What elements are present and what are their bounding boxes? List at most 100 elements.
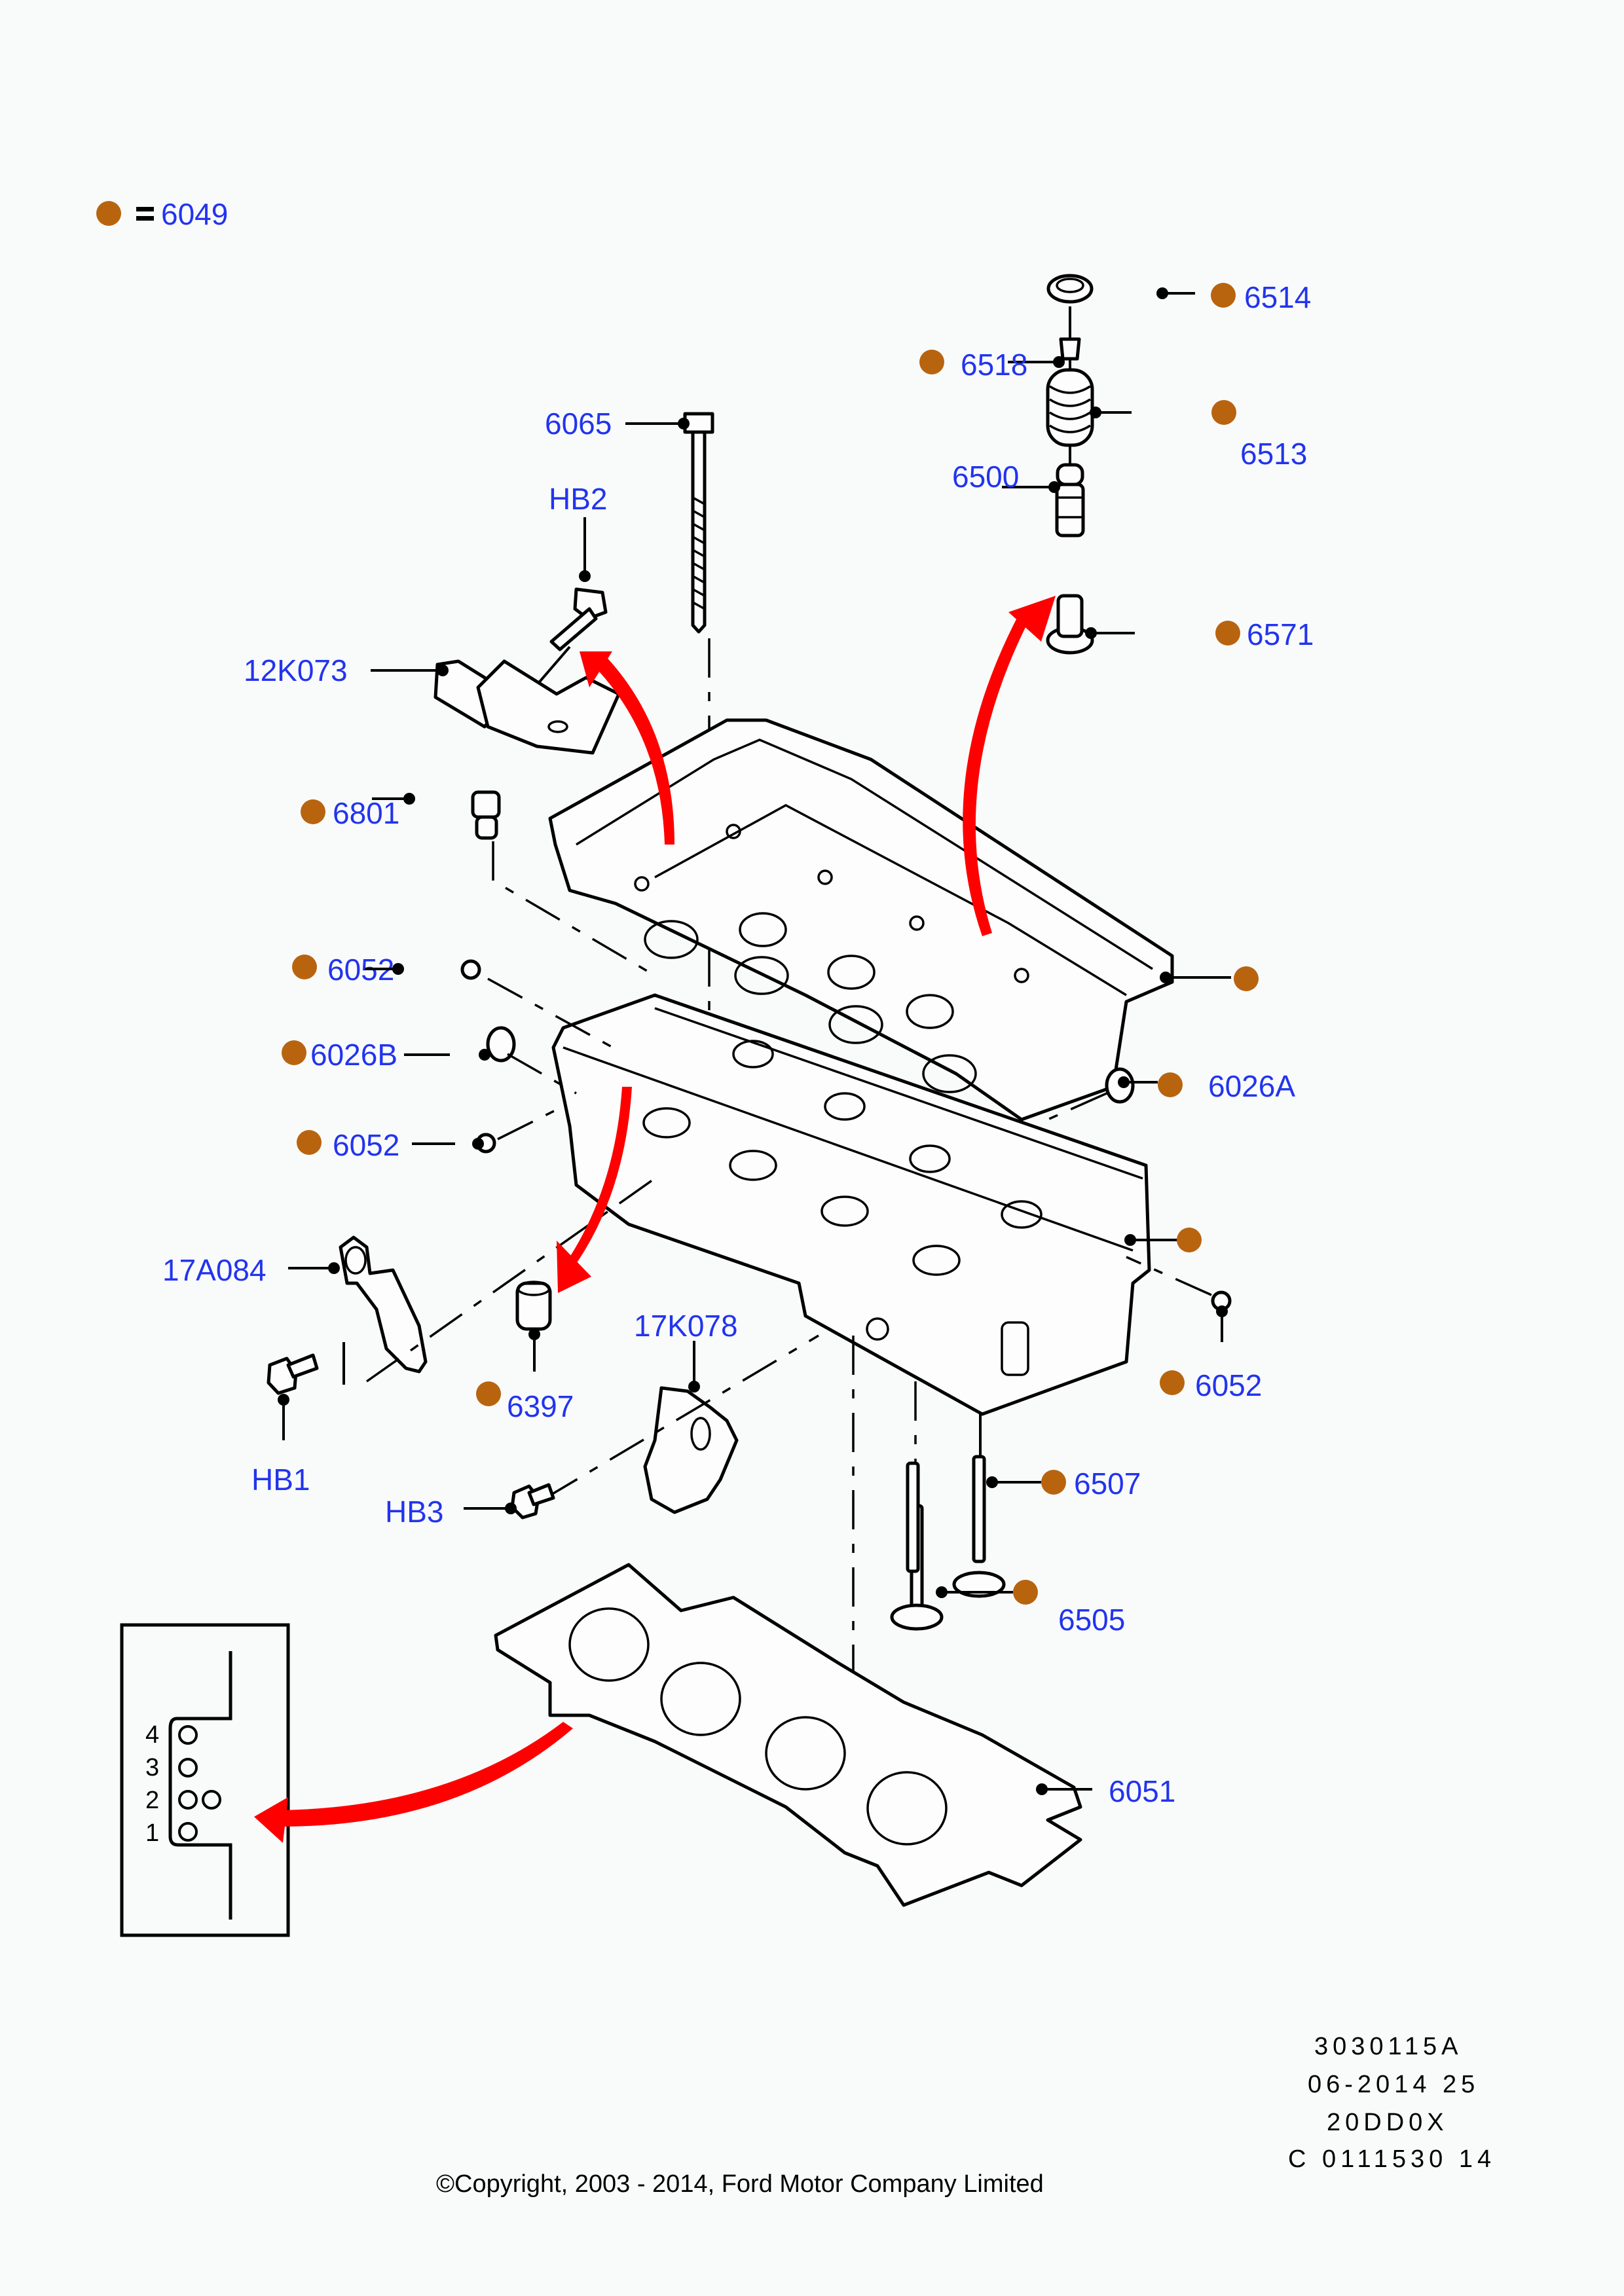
label-HB1: HB1 — [251, 1463, 310, 1497]
hb1-bolt[interactable] — [267, 1353, 319, 1395]
callout-6571[interactable]: 6571 — [1085, 617, 1314, 651]
label-17A084: 17A084 — [162, 1253, 267, 1287]
marker-dot — [1160, 1370, 1185, 1395]
cylinder-head-bolt[interactable] — [683, 412, 714, 634]
timing-chain-tensioner-bracket[interactable] — [643, 1386, 739, 1514]
cylinder-head-gasket[interactable] — [494, 1563, 1082, 1907]
marker-dot — [1013, 1580, 1038, 1605]
plug-leader — [492, 841, 655, 977]
callout-6065[interactable]: 6065 — [545, 407, 690, 441]
callout-6397[interactable]: 6397 — [476, 1328, 574, 1423]
drawing-metadata: 3030115A 06-2014 25 20DD0X C 0111530 14 — [1288, 2033, 1496, 2173]
label-6571: 6571 — [1247, 617, 1314, 651]
callout-6052-lower[interactable]: 6052 — [297, 1128, 484, 1162]
callout-6500[interactable]: 6500 — [952, 460, 1060, 494]
lifting-eye[interactable] — [339, 1235, 428, 1374]
arrow-to-valve-train — [963, 615, 1028, 936]
marker-dot — [476, 1381, 501, 1406]
inset-hole-4 — [178, 1725, 198, 1745]
gasket-thickness-inset: 4 3 2 1 — [120, 1623, 290, 1937]
callout-6505[interactable]: 6505 — [936, 1580, 1125, 1637]
label-6518: 6518 — [961, 348, 1027, 382]
label-17K078: 17K078 — [634, 1309, 738, 1343]
marker-dot — [1158, 1072, 1183, 1097]
inset-hole-3 — [178, 1758, 198, 1777]
label-6052-front: 6052 — [1195, 1368, 1262, 1402]
valve-collet[interactable] — [1059, 337, 1081, 361]
revision-date: 06-2014 25 — [1308, 2071, 1479, 2098]
callout-6518[interactable]: 6518 — [919, 348, 1065, 382]
callout-6514[interactable]: 6514 — [1156, 280, 1311, 314]
label-HB3: HB3 — [385, 1495, 443, 1529]
label-6513: 6513 — [1240, 437, 1307, 471]
marker-dot — [282, 1040, 306, 1065]
label-6026A: 6026A — [1208, 1069, 1295, 1103]
label-6052-lower: 6052 — [333, 1128, 399, 1162]
inset-mark-4: 4 — [145, 1721, 159, 1749]
inset-mark-1: 1 — [145, 1819, 159, 1847]
callout-17A084[interactable]: 17A084 — [162, 1253, 340, 1287]
valve-spring[interactable] — [1046, 368, 1094, 447]
marker-dot — [1177, 1228, 1202, 1252]
legend: 6049 — [96, 197, 228, 231]
callout-6026A[interactable]: 6026A — [1118, 1069, 1295, 1103]
marker-dot — [919, 350, 944, 374]
label-6397: 6397 — [507, 1389, 574, 1423]
catalogue-ref: C 0111530 14 — [1288, 2145, 1496, 2173]
marker-dot — [301, 799, 325, 824]
copyright-notice: ©Copyright, 2003 - 2014, Ford Motor Comp… — [436, 2170, 1044, 2198]
marker-dot — [1211, 283, 1236, 308]
callout-6026B[interactable]: 6026B — [282, 1038, 490, 1072]
legend-equals-bottom — [136, 216, 154, 221]
arrow-to-sensor — [589, 651, 674, 845]
label-6026B: 6026B — [310, 1038, 397, 1072]
callout-block-marker[interactable] — [1124, 1228, 1202, 1252]
cylinder-head-upper-carrier[interactable] — [548, 718, 1174, 1121]
label-6065: 6065 — [545, 407, 612, 441]
callout-17K078[interactable]: 17K078 — [634, 1309, 738, 1393]
oil-control-plug[interactable] — [471, 790, 501, 840]
label-6514: 6514 — [1244, 280, 1311, 314]
callout-12K073[interactable]: 12K073 — [244, 653, 449, 687]
legend-equals-top — [136, 207, 154, 211]
callout-6052-front[interactable]: 6052 — [1160, 1305, 1262, 1402]
callout-6052-upper[interactable]: 6052 — [292, 953, 404, 987]
core-plug-rear[interactable] — [486, 1026, 516, 1063]
camshaft-position-sensor[interactable] — [434, 659, 621, 755]
callout-6513[interactable]: 6513 — [1090, 400, 1307, 471]
callout-6051[interactable]: 6051 — [1036, 1774, 1175, 1808]
label-6500: 6500 — [952, 460, 1019, 494]
callout-6507[interactable]: 6507 — [986, 1467, 1141, 1501]
callout-6801[interactable]: 6801 — [301, 793, 415, 830]
inset-hole-2b — [202, 1790, 221, 1810]
label-6051: 6051 — [1109, 1774, 1175, 1808]
arrow-to-plug — [570, 1087, 632, 1264]
model-code: 20DD0X — [1327, 2109, 1449, 2136]
hydraulic-lash-adjuster[interactable] — [1055, 463, 1085, 538]
valve-spring-retainer[interactable] — [1046, 274, 1094, 304]
valve-stem-seal[interactable] — [1046, 594, 1094, 655]
marker-dot — [1215, 621, 1240, 646]
legend-part-number: 6049 — [161, 197, 228, 231]
callout-HB1[interactable]: HB1 — [251, 1394, 310, 1497]
inset-mark-3: 3 — [145, 1754, 159, 1781]
cylinder-head-lower-block[interactable] — [551, 993, 1151, 1416]
valve-train-group — [1046, 274, 1094, 655]
marker-dot — [1041, 1470, 1066, 1495]
marker-dot — [1211, 400, 1236, 425]
inset-mark-2: 2 — [145, 1787, 159, 1814]
legend-marker-dot — [96, 201, 121, 226]
callout-head-marker[interactable] — [1160, 966, 1259, 991]
hb3-bolt[interactable] — [510, 1483, 555, 1520]
label-6507: 6507 — [1074, 1467, 1141, 1501]
illustration-code: 3030115A — [1314, 2033, 1462, 2060]
expansion-plug-upper[interactable] — [460, 959, 481, 980]
callout-HB2[interactable]: HB2 — [549, 482, 607, 582]
inset-hole-1 — [178, 1822, 198, 1842]
cam-bearing-plug[interactable] — [515, 1281, 552, 1331]
intake-valve[interactable] — [906, 1455, 1006, 1598]
callout-HB3[interactable]: HB3 — [385, 1495, 517, 1529]
label-HB2: HB2 — [549, 482, 607, 516]
reference-arrows — [254, 596, 1056, 1843]
hb2-bolt[interactable] — [549, 587, 608, 651]
